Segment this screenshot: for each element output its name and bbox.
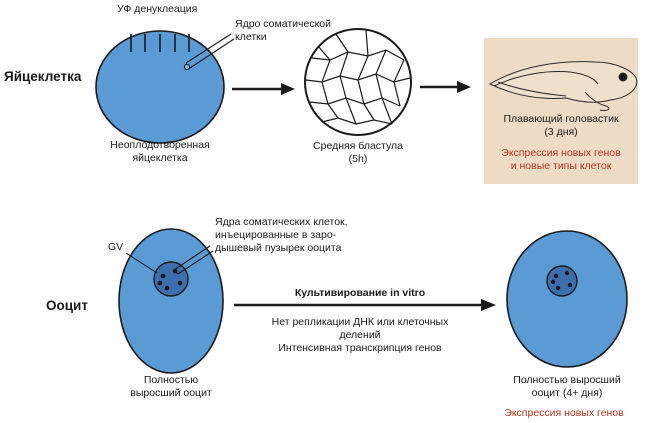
gv-pointer xyxy=(125,252,158,274)
tadpole-expression-line1: Экспрессия новых генов xyxy=(501,147,621,159)
grown-oocyte-caption-line1: Полностью выросший xyxy=(513,374,621,386)
oocyte xyxy=(118,228,224,374)
oocyte-caption-line2: выросший ооцит xyxy=(130,387,212,399)
blastula xyxy=(304,28,412,136)
blastula-caption-line2: (5h) xyxy=(348,153,368,165)
uv-enucleation-label: УФ денуклеация xyxy=(117,3,198,15)
culture-arrow-title: Культивирование in vitro xyxy=(294,287,426,299)
culture-note-line3: Интенсивная транскрипция генов xyxy=(278,342,442,354)
oocyte-caption-line1: Полностью xyxy=(143,374,199,386)
row-label-oocyte: Ооцит xyxy=(46,298,88,313)
egg-caption-line1: Неоплодотворенная xyxy=(110,139,210,151)
row-label-egg: Яйцеклетка xyxy=(4,69,82,84)
injection-label-line1: Ядра соматических клеток, xyxy=(215,216,348,228)
injection-label-line2: инъецированные в заро- xyxy=(215,229,337,241)
somatic-nucleus xyxy=(183,63,191,71)
tadpole xyxy=(488,61,638,111)
injected-nuclei xyxy=(157,268,183,291)
germinal-vesicle xyxy=(153,261,189,297)
uv-rays xyxy=(130,34,190,52)
grown-oocyte-caption-line2: ооцит (4+ дня) xyxy=(531,387,603,399)
tadpole-caption-line2: (3 дня) xyxy=(544,126,578,138)
somatic-nucleus-label-line1: Ядро соматической xyxy=(235,18,331,30)
tadpole-caption-line1: Плавающий головастик xyxy=(503,113,619,125)
grown-oocyte xyxy=(506,230,628,368)
arrow-blastula-to-tadpole xyxy=(420,81,471,93)
oocyte-injection-pipette xyxy=(173,245,214,275)
culture-note-line2: делений xyxy=(339,329,381,341)
culture-note-line1: Нет репликации ДНК или клеточных xyxy=(271,316,449,328)
egg-caption-line2: яйцеклетка xyxy=(132,152,188,164)
grown-germinal-vesicle xyxy=(546,265,578,297)
arrow-egg-to-blastula xyxy=(232,83,295,95)
blastula-caption-line1: Средняя бластула xyxy=(313,140,403,152)
expression-label: Экспрессия новых генов xyxy=(504,407,624,419)
grown-nuclei xyxy=(550,270,573,291)
culture-arrow xyxy=(234,299,496,311)
tadpole-expression-line2: и новые типы клеток xyxy=(510,160,612,172)
somatic-nucleus-label-line2: клетки xyxy=(235,31,267,43)
injection-label-line3: дышевый пузырек ооцита xyxy=(215,242,342,254)
gv-label: GV xyxy=(108,241,124,253)
